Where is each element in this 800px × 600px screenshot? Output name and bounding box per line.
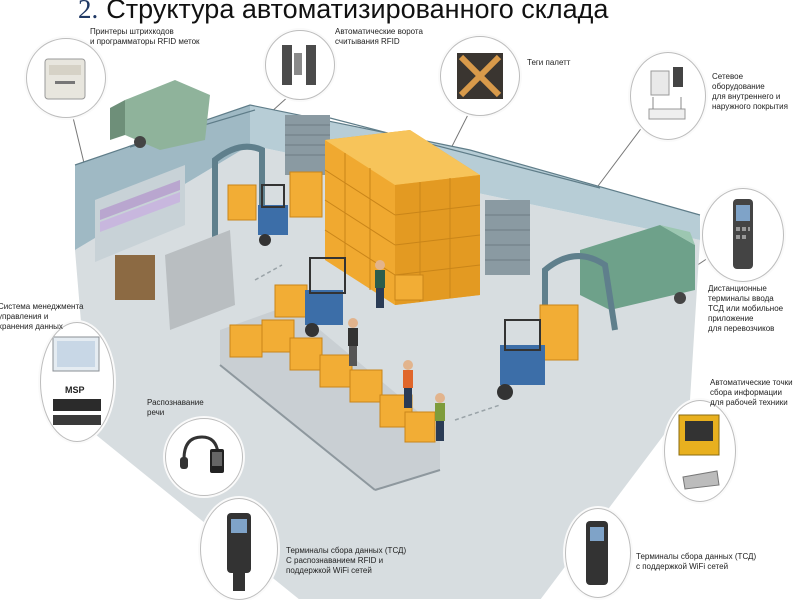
title-number: 2. [78,0,99,24]
tsd-rfid-callout-circle [200,498,278,600]
pallet-tag-icon [457,53,503,99]
office-area [95,165,235,330]
workers [348,260,445,441]
label-voice: Распознавание речи [147,398,204,417]
network-callout-circle [630,52,706,140]
floor-arrows [254,264,501,421]
title-text: Структура автоматизированного склада [106,0,609,24]
handheld-terminal-icon [733,199,753,269]
rfid-terminal-icon [227,513,251,591]
gates-callout-circle [265,30,335,100]
printer-callout-circle [26,38,106,118]
forklifts [258,184,545,400]
wifi-terminal-icon [586,521,608,585]
vehicle-terminal-icon [678,414,720,490]
rollup-doors [285,115,530,275]
network-equipment-icon [648,67,686,120]
rfid-gate-icon [282,45,316,85]
auto-points-callout-circle [664,400,736,502]
msp-label: MSP [65,385,85,395]
left-truck [110,80,210,150]
rfid-gates [212,143,618,331]
slide-title: 2. Структура автоматизированного склада [78,0,608,25]
remote-terminal-callout-circle [702,188,784,282]
label-wms: Система менеджмента управления и хранени… [0,302,84,331]
conveyor-rack [219,284,441,491]
server-monitor-icon [52,336,101,425]
label-gates: Автоматические ворота считывания RFID [335,27,423,46]
label-network: Сетевое оборудование для внутреннего и н… [712,72,788,111]
box-stacks-back [227,171,579,361]
label-pallet-tags: Теги палетт [527,58,571,67]
label-auto-points: Автоматические точки сбора информации дл… [710,378,793,407]
label-tsd-rfid: Терминалы сбора данных (ТСД) С распознав… [286,546,407,575]
voice-callout-circle [165,418,243,496]
label-remote-terminals: Дистанционные терминалы ввода ТСД или мо… [708,284,784,333]
tsd-wifi-callout-circle [565,508,631,598]
wms-callout-circle: MSP [40,322,114,442]
barcode-printer-icon [44,58,86,100]
pallet-stack [324,130,481,305]
pallet-tags-callout-circle [440,36,520,116]
label-printers: Принтеры штрихкодов и программаторы RFID… [90,27,200,46]
headset-icon [180,435,224,473]
label-tsd-wifi: Терминалы сбора данных (ТСД) с поддержко… [636,552,757,571]
